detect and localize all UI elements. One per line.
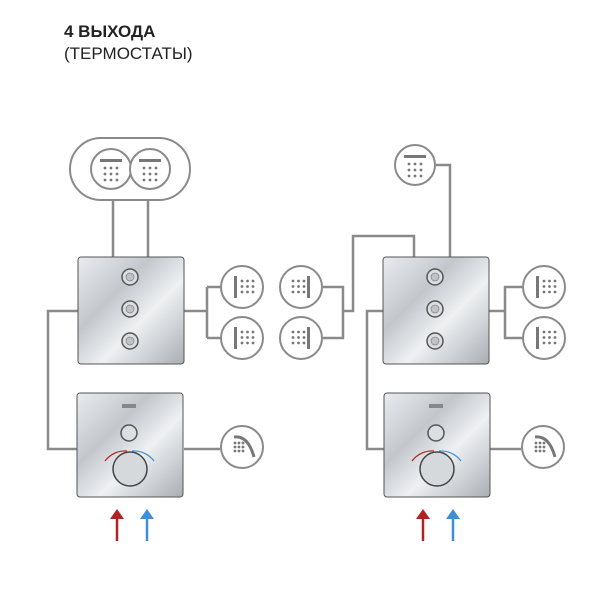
diverter-button[interactable] bbox=[426, 268, 444, 286]
cold-water-arrow bbox=[140, 509, 154, 541]
temperature-knob[interactable] bbox=[419, 451, 455, 487]
body-jet-icon bbox=[279, 316, 323, 360]
diverter-module bbox=[77, 256, 185, 365]
overhead-shower-icon bbox=[394, 144, 436, 186]
logo bbox=[429, 404, 443, 408]
hand-shower-icon bbox=[521, 425, 565, 469]
diverter-button[interactable] bbox=[426, 332, 444, 350]
body-jet-icon bbox=[220, 265, 264, 309]
title: 4 ВЫХОДА bbox=[64, 22, 156, 41]
body-jet-icon bbox=[279, 265, 323, 309]
diverter-module bbox=[382, 256, 490, 365]
body-jet-icon bbox=[220, 316, 264, 360]
body-jet-icon bbox=[522, 265, 566, 309]
cold-water-arrow bbox=[446, 509, 460, 541]
diverter-button[interactable] bbox=[121, 268, 139, 286]
overhead-shower-icon bbox=[129, 148, 171, 190]
on-off-button[interactable] bbox=[427, 424, 445, 442]
diverter-button[interactable] bbox=[121, 300, 139, 318]
thermostat-module bbox=[383, 392, 491, 498]
hand-shower-icon bbox=[220, 425, 264, 469]
on-off-button[interactable] bbox=[120, 424, 138, 442]
body-jet-icon bbox=[522, 316, 566, 360]
hot-water-arrow bbox=[110, 509, 124, 541]
diverter-button[interactable] bbox=[426, 300, 444, 318]
logo bbox=[122, 404, 136, 408]
pipes bbox=[46, 163, 522, 451]
overhead-shower-icon bbox=[90, 148, 132, 190]
diverter-button[interactable] bbox=[121, 332, 139, 350]
hot-water-arrow bbox=[416, 509, 430, 541]
subtitle: (ТЕРМОСТАТЫ) bbox=[64, 44, 193, 63]
temperature-knob[interactable] bbox=[112, 451, 148, 487]
thermostat-module bbox=[76, 392, 184, 498]
